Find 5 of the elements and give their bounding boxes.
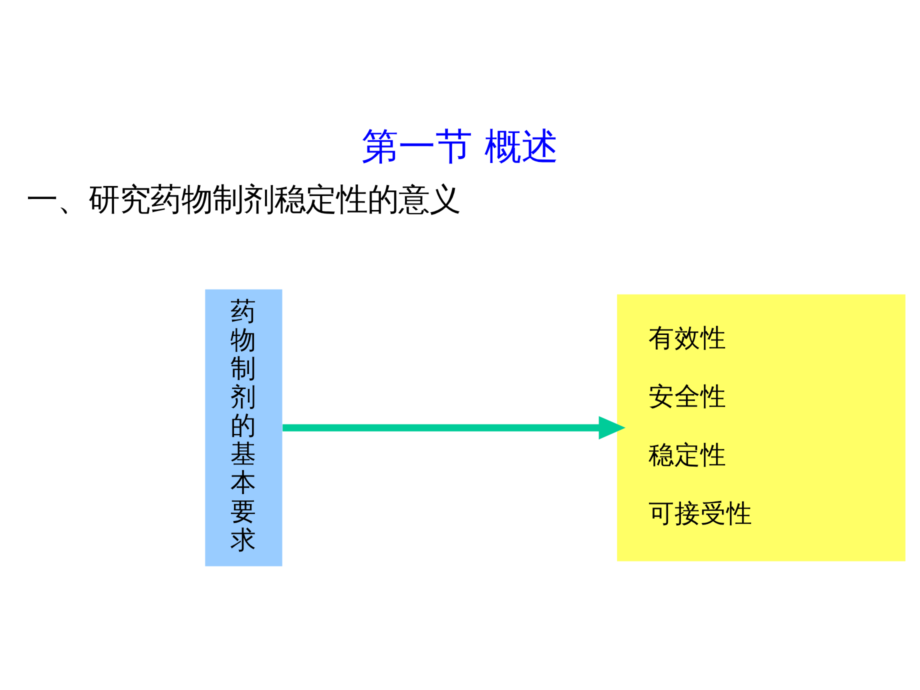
arrow bbox=[282, 416, 626, 440]
label: 一、研究药物制剂稳定性的意义 bbox=[26, 182, 461, 218]
node-box: 有效性 安全性 稳定性 可接受性 bbox=[617, 294, 906, 562]
node-box: 药物制剂的基本要求 bbox=[205, 289, 282, 566]
diagram-title: 第一节 概述 bbox=[362, 125, 558, 168]
